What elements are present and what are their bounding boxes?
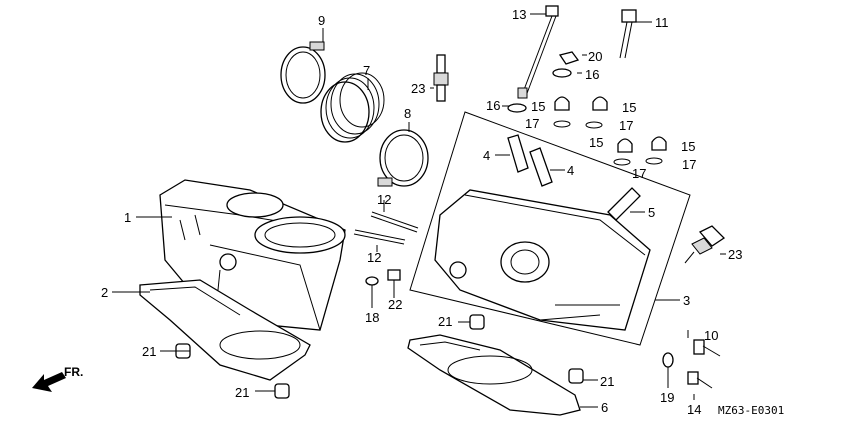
callout-16a: 16 bbox=[486, 98, 500, 113]
cylinder-gasket-part bbox=[139, 279, 311, 381]
bolt-14 bbox=[687, 371, 713, 389]
callout-17d: 17 bbox=[682, 157, 696, 172]
callout-21a: 21 bbox=[142, 344, 156, 359]
head-gasket-part bbox=[407, 334, 581, 416]
callout-13: 13 bbox=[512, 7, 526, 22]
callout-21b: 21 bbox=[235, 385, 249, 400]
stud-bolt-12a bbox=[370, 211, 419, 233]
callout-5: 5 bbox=[648, 205, 655, 220]
washer-19 bbox=[662, 352, 674, 368]
diagram-code: MZ63-E0301 bbox=[718, 404, 784, 417]
dowel-pin-21d bbox=[568, 368, 584, 384]
direction-label: FR. bbox=[64, 365, 83, 379]
callout-17c: 17 bbox=[632, 166, 646, 181]
callout-18: 18 bbox=[365, 310, 379, 325]
callout-23a: 23 bbox=[411, 81, 425, 96]
stud-bolt-12b bbox=[353, 229, 406, 245]
dowel-pin-21c bbox=[469, 314, 485, 330]
cylinder-head-part bbox=[409, 111, 691, 346]
bolt-11 bbox=[619, 9, 637, 59]
cap-nut-15c bbox=[613, 138, 633, 166]
callout-20: 20 bbox=[588, 49, 602, 64]
washer-16b bbox=[552, 68, 572, 78]
callout-7: 7 bbox=[363, 63, 370, 78]
cap-nut-15a bbox=[553, 96, 571, 128]
callout-4a: 4 bbox=[483, 148, 490, 163]
callout-1: 1 bbox=[124, 210, 131, 225]
callout-19: 19 bbox=[660, 390, 674, 405]
callout-23b: 23 bbox=[728, 247, 742, 262]
nut-20 bbox=[558, 51, 580, 65]
dowel-pin-21b bbox=[274, 383, 290, 399]
intake-clamp-part-lower bbox=[377, 129, 429, 187]
valve-guide-5 bbox=[607, 187, 641, 221]
cap-nut-15b bbox=[585, 96, 608, 129]
callout-17b: 17 bbox=[619, 118, 633, 133]
leader-lines bbox=[112, 13, 726, 408]
callout-16b: 16 bbox=[585, 67, 599, 82]
callout-4b: 4 bbox=[567, 163, 574, 178]
callout-10: 10 bbox=[704, 328, 718, 343]
stud-bolt-13 bbox=[517, 5, 559, 99]
callout-2: 2 bbox=[101, 285, 108, 300]
callout-15a: 15 bbox=[531, 99, 545, 114]
front-direction-arrow: FR. bbox=[32, 365, 83, 392]
callout-3: 3 bbox=[683, 293, 690, 308]
callout-15b: 15 bbox=[622, 100, 636, 115]
callout-11: 11 bbox=[655, 15, 669, 30]
cap-nut-15d bbox=[645, 136, 667, 165]
callout-9: 9 bbox=[318, 13, 325, 28]
intake-joint-part bbox=[320, 72, 385, 143]
bolt-22 bbox=[387, 269, 401, 292]
valve-guide-4a bbox=[507, 134, 529, 173]
callout-15d: 15 bbox=[681, 139, 695, 154]
callout-8: 8 bbox=[404, 106, 411, 121]
washer-18 bbox=[365, 276, 379, 286]
callout-15c: 15 bbox=[589, 135, 603, 150]
callout-21c: 21 bbox=[438, 314, 452, 329]
callout-22: 22 bbox=[388, 297, 402, 312]
spark-plug-23a bbox=[433, 54, 449, 102]
bolt-10 bbox=[693, 339, 721, 357]
callout-14: 14 bbox=[687, 402, 701, 417]
callout-6: 6 bbox=[601, 400, 608, 415]
callout-17a: 17 bbox=[525, 116, 539, 131]
washer-16a bbox=[507, 103, 527, 113]
callout-12b: 12 bbox=[367, 250, 381, 265]
intake-clamp-part-upper bbox=[280, 41, 326, 104]
spark-plug-23b bbox=[684, 225, 726, 264]
callout-12a: 12 bbox=[377, 192, 391, 207]
valve-guide-4b bbox=[529, 147, 553, 187]
callout-21d: 21 bbox=[600, 374, 614, 389]
